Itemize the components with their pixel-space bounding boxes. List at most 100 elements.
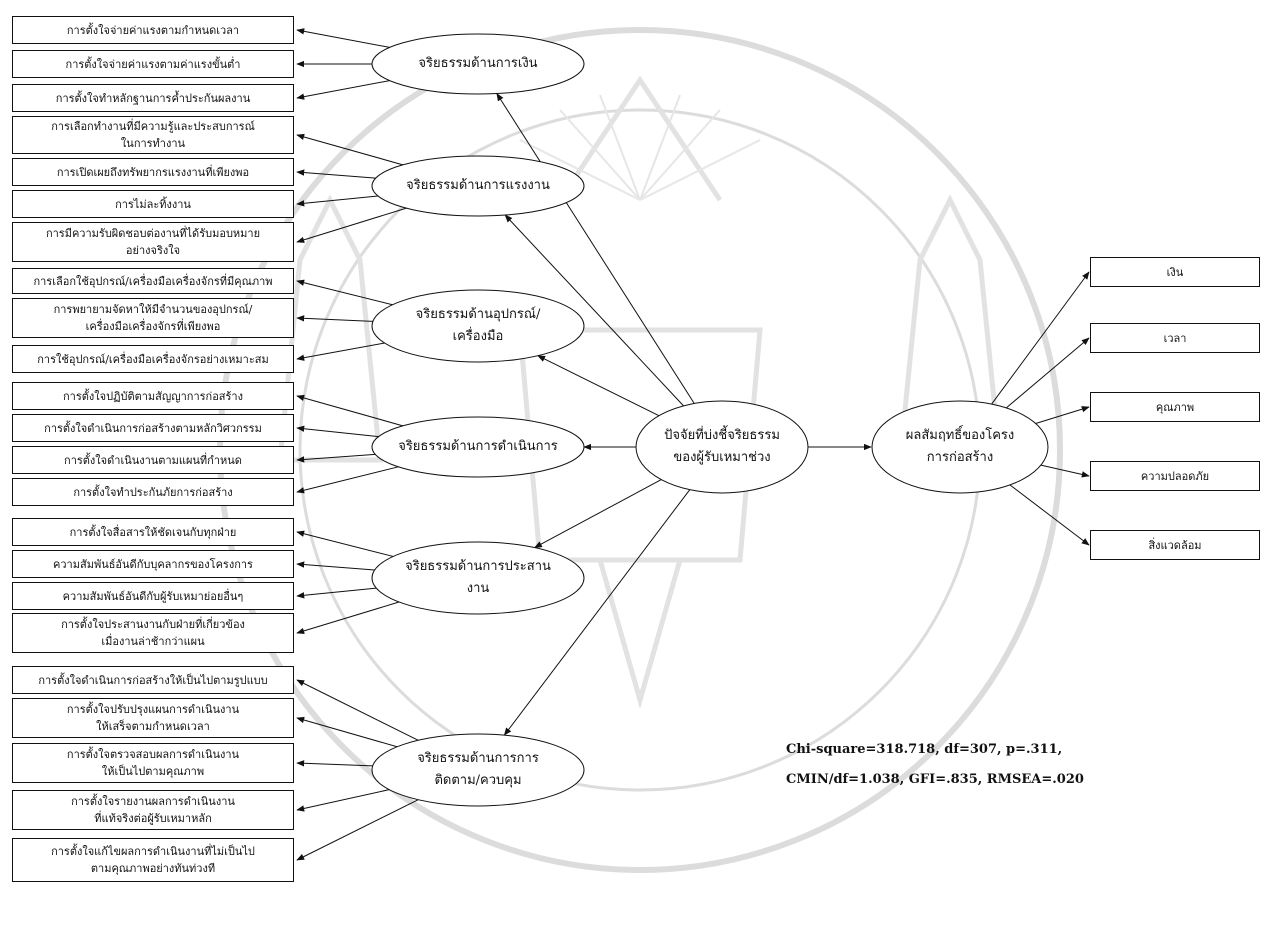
indicator-box-11-text: การตั้งใจปฏิบัติตามสัญญาการก่อสร้าง (63, 389, 243, 403)
arrow-f6-i21 (296, 760, 373, 767)
indicator-box-9-text: การพยายามจัดหาให้มีจำนวนของอุปกรณ์/ (53, 303, 253, 316)
indicator-box-7-text: อย่างจริงใจ (125, 244, 181, 257)
arrow-central-f1 (496, 92, 695, 404)
indicator-box-5-text: การเปิดเผยถึงทรัพยากรแรงงานที่เพียงพอ (56, 165, 250, 179)
indicator-box-20: การตั้งใจปรับปรุงแผนการดำเนินงานให้เสร็จ… (12, 698, 294, 738)
outcome-indicator-text: สิ่งแวดล้อม (1148, 538, 1202, 552)
indicator-box-4: การเลือกทำงานที่มีความรู้และประสบการณ์ใน… (12, 116, 294, 154)
indicator-box-23: การตั้งใจแก้ไขผลการดำเนินงานที่ไม่เป็นไป… (12, 838, 294, 882)
arrow-f4-i12 (296, 425, 379, 438)
indicator-box-18-text: เมื่องานล่าช้ากว่าแผน (101, 635, 205, 648)
factor-label-6-line: จริยธรรมด้านการการ (417, 751, 539, 766)
indicator-box-1-text: การตั้งใจจ่ายค่าแรงตามกำหนดเวลา (66, 23, 240, 37)
indicator-box-15-text: การตั้งใจสื่อสารให้ชัดเจนกับทุกฝ่าย (69, 525, 237, 539)
indicator-box-22-text: ที่แท้จริงต่อผู้รับเหมาหลัก (94, 812, 212, 825)
arrow-central-f2 (504, 214, 684, 407)
factor-label-5-line: จริยธรรมด้านการประสาน (405, 559, 551, 574)
indicator-box-18: การตั้งใจประสานงานกับฝ่ายที่เกี่ยวข้องเม… (12, 613, 294, 653)
indicator-box-1: การตั้งใจจ่ายค่าแรงตามกำหนดเวลา (12, 16, 294, 44)
arrow-f5-i18 (296, 601, 400, 634)
indicator-box-3-text: การตั้งใจทำหลักฐานการค้ำประกันผลงาน (55, 91, 251, 105)
central-factor-label-line: ปัจจัยที่บ่งชี้จริยธรรม (664, 428, 780, 443)
indicator-box-16-text: ความสัมพันธ์อันดีกับบุคลากรของโครงการ (53, 557, 253, 571)
arrow-f4-i14 (296, 466, 399, 494)
arrow-f1-i1 (296, 28, 390, 48)
indicator-box-20-text: การตั้งใจปรับปรุงแผนการดำเนินงาน (66, 703, 240, 716)
arrow-f1-i3 (296, 80, 390, 100)
indicator-box-23-text: ตามคุณภาพอย่างทันท่วงที (90, 862, 216, 875)
arrow-f2-i7 (296, 207, 407, 243)
factor-label-2-line: จริยธรรมด้านการแรงงาน (406, 178, 550, 193)
indicator-box-21: การตั้งใจตรวจสอบผลการดำเนินงานให้เป็นไปต… (12, 743, 294, 783)
indicator-box-6: การไม่ละทิ้งงาน (12, 190, 294, 218)
arrow-central-f3 (537, 355, 660, 417)
arrow-f6-i20 (296, 716, 398, 748)
arrow-outcome-o4 (1040, 464, 1090, 478)
indicator-box-14-text: การตั้งใจทำประกันภัยการก่อสร้าง (73, 485, 233, 499)
factor-label-1: จริยธรรมด้านการเงิน (418, 53, 537, 75)
indicator-box-13: การตั้งใจดำเนินงานตามแผนที่กำหนด (12, 446, 294, 474)
factor-label-1-line: จริยธรรมด้านการเงิน (418, 56, 538, 71)
indicator-box-14: การตั้งใจทำประกันภัยการก่อสร้าง (12, 478, 294, 506)
indicator-box-5: การเปิดเผยถึงทรัพยากรแรงงานที่เพียงพอ (12, 158, 294, 186)
factor-ellipse-4 (371, 416, 585, 478)
fit-statistics: Chi-square=318.718, df=307, p=.311, CMIN… (786, 735, 1084, 795)
factor-label-3: จริยธรรมด้านอุปกรณ์/ เครื่องมือ (416, 304, 541, 348)
factor-label-3-line: เครื่องมือ (452, 329, 504, 344)
indicator-box-12-text: การตั้งใจดำเนินการก่อสร้างตามหลักวิศวกรร… (44, 421, 262, 435)
arrow-outcome-o2 (1005, 337, 1090, 409)
outcome-indicator-text: ความปลอดภัย (1140, 469, 1210, 483)
factor-ellipse-6 (371, 733, 585, 807)
indicator-box-10: การใช้อุปกรณ์/เครื่องมือเครื่องจักรอย่าง… (12, 345, 294, 373)
factor-label-3-line: จริยธรรมด้านอุปกรณ์/ (415, 307, 541, 322)
factor-ellipse-1 (371, 33, 585, 95)
factor-label-5: จริยธรรมด้านการประสานงาน (405, 556, 551, 600)
arrow-f6-i22 (296, 789, 390, 812)
indicator-box-9: การพยายามจัดหาให้มีจำนวนของอุปกรณ์/ เครื่… (12, 298, 294, 338)
arrow-f4-i11 (296, 394, 404, 427)
indicator-box-10-text: การใช้อุปกรณ์/เครื่องมือเครื่องจักรอย่าง… (37, 352, 269, 366)
outcome-label: ผลสัมฤทธิ์ของโครงการก่อสร้าง (906, 425, 1015, 469)
indicator-box-21-text: การตั้งใจตรวจสอบผลการดำเนินงาน (66, 748, 240, 761)
arrow-f5-i15 (296, 530, 394, 557)
arrow-f5-i17 (296, 587, 377, 599)
indicator-box-23-text: การตั้งใจแก้ไขผลการดำเนินงานที่ไม่เป็นไป (51, 845, 255, 858)
indicator-box-8: การเลือกใช้อุปกรณ์/เครื่องมือเครื่องจักร… (12, 268, 294, 294)
outcome-indicator-box-2: เวลา (1090, 323, 1260, 353)
factor-label-6: จริยธรรมด้านการการติดตาม/ควบคุม (417, 748, 539, 792)
factor-label-5-line: งาน (466, 581, 490, 596)
indicator-box-19-text: การตั้งใจดำเนินการก่อสร้างให้เป็นไปตามรู… (38, 673, 268, 687)
arrow-f3-i9 (296, 315, 373, 322)
arrow-f6-i23 (296, 799, 419, 861)
connector-layer (296, 28, 1090, 861)
outcome-indicator-text: เงิน (1166, 265, 1184, 279)
arrow-central-f6 (503, 489, 691, 736)
outcome-ellipse (871, 400, 1049, 494)
fit-statistics-line-2: CMIN/df=1.038, GFI=.835, RMSEA=.020 (786, 772, 1084, 787)
arrow-outcome-o5 (1009, 484, 1090, 546)
fit-statistics-line-1: Chi-square=318.718, df=307, p=.311, (786, 742, 1063, 757)
indicator-box-17-text: ความสัมพันธ์อันดีกับผู้รับเหมาย่อยอื่นๆ (62, 589, 244, 603)
indicator-box-20-text: ให้เสร็จตามกำหนดเวลา (96, 720, 210, 733)
arrow-central-f5 (533, 479, 662, 549)
outcome-indicator-text: คุณภาพ (1155, 400, 1195, 414)
arrow-f5-i16 (296, 561, 375, 571)
outcome-label-line: การก่อสร้าง (926, 450, 994, 465)
arrow-outcome-o3 (1035, 406, 1090, 425)
indicator-box-12: การตั้งใจดำเนินการก่อสร้างตามหลักวิศวกรร… (12, 414, 294, 442)
indicator-box-21-text: ให้เป็นไปตามคุณภาพ (101, 765, 205, 778)
outcome-indicator-box-4: ความปลอดภัย (1090, 461, 1260, 491)
indicator-box-9-text: เครื่องมือเครื่องจักรที่เพียงพอ (85, 320, 221, 333)
indicator-box-7: การมีความรับผิดชอบต่องานที่ได้รับมอบหมาย… (12, 222, 294, 262)
outcome-indicator-text: เวลา (1163, 331, 1187, 345)
outcome-label-line: ผลสัมฤทธิ์ของโครง (905, 428, 1015, 443)
arrow-f2-i5 (296, 169, 376, 179)
central-factor-ellipse (635, 400, 809, 494)
arrow-f3-i10 (296, 342, 385, 361)
indicator-box-11: การตั้งใจปฏิบัติตามสัญญาการก่อสร้าง (12, 382, 294, 410)
indicator-box-4-text: การเลือกทำงานที่มีความรู้และประสบการณ์ (51, 120, 255, 133)
indicator-box-15: การตั้งใจสื่อสารให้ชัดเจนกับทุกฝ่าย (12, 518, 294, 546)
central-factor-label: ปัจจัยที่บ่งชี้จริยธรรมของผู้รับเหมาช่วง (664, 425, 780, 469)
arrow-outcome-o1 (991, 271, 1090, 405)
